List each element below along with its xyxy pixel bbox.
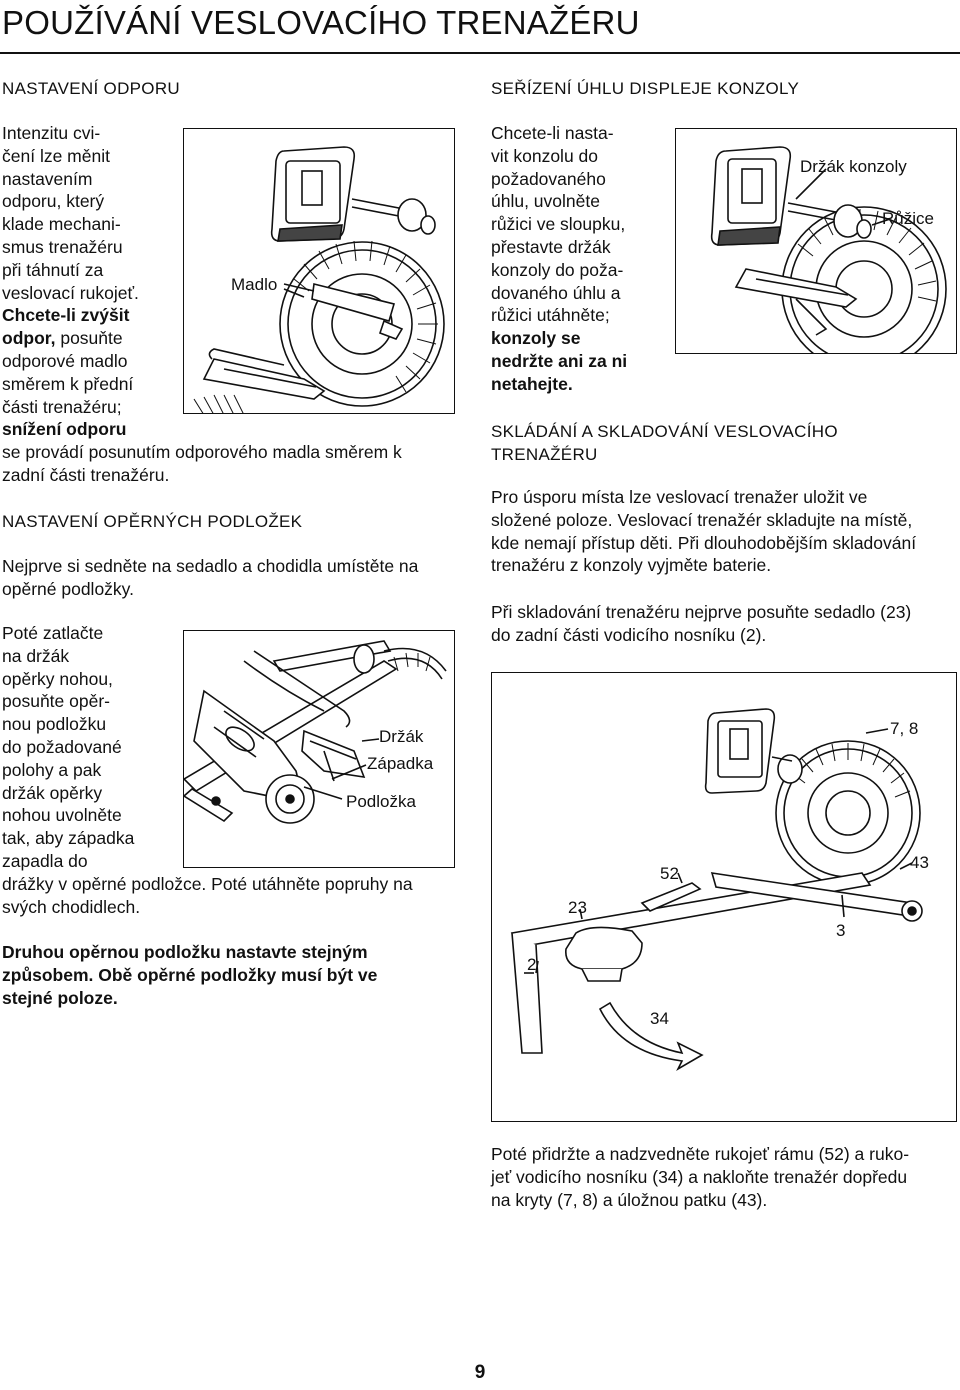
callout-34: 34 (650, 1009, 669, 1028)
footpad-illustration (184, 640, 447, 824)
resistance-text-d: odporové madlo směrem k přední části tre… (2, 351, 134, 417)
storage-text-1: Pro úsporu místa lze veslovací trenažer … (491, 487, 917, 576)
resistance-figure: Madlo (183, 128, 455, 414)
storage-illustration (510, 708, 923, 1072)
title-rule (0, 52, 960, 54)
footpad-figure: Držák Západka Podložka (183, 630, 455, 868)
resistance-heading: NASTAVENÍ ODPORU (2, 79, 180, 98)
footpads-text-2b: drážky v opěrné podložce. Poté utáhněte … (2, 874, 413, 917)
label-ruzice: Růžice (882, 209, 934, 228)
callout-3: 3 (836, 921, 846, 940)
console-heading: SEŘÍZENÍ ÚHLU DISPLEJE KONZOLY (491, 79, 800, 98)
resistance-text-bc: Chcete-li zvýšit odpor, posuňte (2, 304, 129, 350)
callout-23: 23 (568, 898, 587, 917)
resistance-text-c: posuňte (55, 327, 123, 348)
storage-text-3: Poté přidržte a nadzvedněte rukojeť rámu… (491, 1144, 910, 1210)
storage-text-2: Při skladování trenažéru nejprve posuňte… (491, 602, 912, 645)
footpads-text-1: Nejprve si sedněte na sedadlo a chodidla… (2, 556, 419, 599)
footpads-text-3: Druhou opěrnou podložku nastavte stejným… (2, 942, 378, 1008)
label-podlozka: Podložka (346, 792, 416, 811)
label-drzak: Držák (379, 727, 424, 746)
resistance-emph-decrease: snížení odporu (2, 419, 127, 439)
callout-43: 43 (910, 853, 929, 872)
label-drzak-konzoly: Držák konzoly (800, 157, 907, 176)
footpads-heading: NASTAVENÍ OPĚRNÝCH PODLOŽEK (2, 512, 303, 531)
console-text-b: konzoly se nedržte ani za ni netahejte. (491, 328, 628, 394)
footpads-text-2a: Poté zatlačte na držák opěrky nohou, pos… (2, 623, 135, 871)
resistance-text-f: se provádí posunutím odporového madla sm… (2, 442, 402, 485)
label-zapadka: Západka (367, 754, 434, 773)
storage-figure: 7, 8 43 52 23 3 2 34 (491, 672, 957, 1122)
label-madlo: Madlo (229, 275, 280, 295)
resistance-emph-increase: Chcete-li zvýšit odpor, (2, 305, 130, 348)
callout-2: 2 (527, 955, 537, 974)
console-illustration (710, 146, 947, 353)
page-title: POUŽÍVÁNÍ VESLOVACÍHO TRENAŽÉRU (2, 4, 640, 41)
storage-heading: SKLÁDÁNÍ A SKLADOVÁNÍ VESLOVACÍHO TRENAŽ… (491, 422, 838, 464)
console-figure: Držák konzoly Růžice (675, 128, 957, 354)
resistance-illustration (193, 146, 445, 413)
resistance-text-a: Intenzitu cvi- čení lze měnit nastavením… (2, 123, 139, 303)
page-number: 9 (474, 1362, 486, 1383)
callout-52: 52 (660, 864, 679, 883)
callout-7-8: 7, 8 (890, 719, 919, 738)
console-text-a: Chcete-li nasta- vit konzolu do požadova… (491, 123, 626, 326)
